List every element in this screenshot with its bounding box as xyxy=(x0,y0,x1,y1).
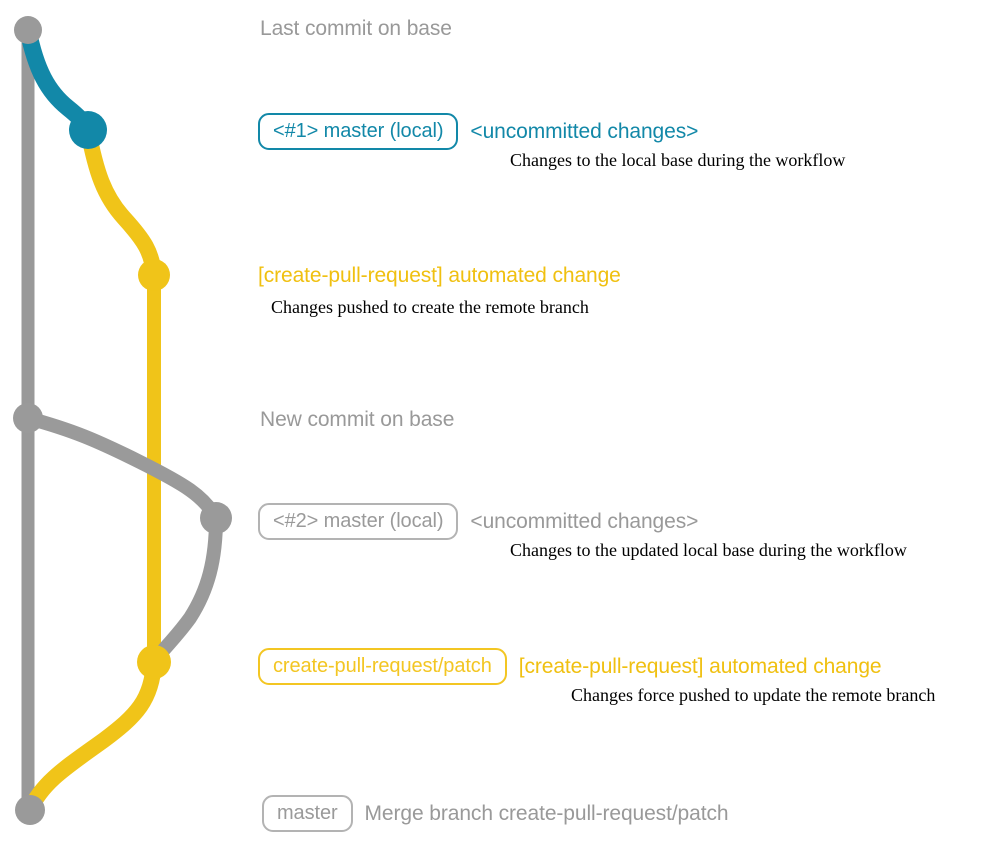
commit-headline-automated-change-2: [create-pull-request] automated change xyxy=(518,654,882,678)
commit-headline-local-change-2: <uncommitted changes> xyxy=(470,509,699,533)
row-local-change-1: <#1> master (local) <uncommitted changes… xyxy=(258,113,698,150)
commit-description-automated-change-2: Changes force pushed to update the remot… xyxy=(571,685,936,705)
commit-headline-last-commit-on-base: Last commit on base xyxy=(260,17,452,40)
commit-headline-local-change-1: <uncommitted changes> xyxy=(470,119,699,143)
commit-headline-automated-change-1: [create-pull-request] automated change xyxy=(258,264,621,287)
commit-description-automated-change-1: Changes pushed to create the remote bran… xyxy=(271,297,589,317)
commit-description-local-change-1: Changes to the local base during the wor… xyxy=(510,150,846,170)
commit-node-patch-commit-2[interactable] xyxy=(137,645,171,679)
yellow-merge-line xyxy=(22,654,162,818)
row-automated-change-1: [create-pull-request] automated change xyxy=(258,264,621,288)
row-local-change-2: <#2> master (local) <uncommitted changes… xyxy=(258,503,698,540)
commit-node-local-commit-1[interactable] xyxy=(69,111,107,149)
branch-badge-master[interactable]: master xyxy=(262,795,353,832)
row-merge-commit: master Merge branch create-pull-request/… xyxy=(262,795,729,832)
gray-local-branch-out-line xyxy=(21,411,223,525)
commit-node-patch-commit-1[interactable] xyxy=(138,259,170,291)
commit-node-base-new[interactable] xyxy=(13,403,43,433)
yellow-branch-upper-line xyxy=(80,122,162,283)
commit-node-local-commit-2[interactable] xyxy=(200,502,232,534)
branch-badge-master-local-1[interactable]: <#1> master (local) xyxy=(258,113,459,150)
branch-badge-create-pull-request-patch[interactable]: create-pull-request/patch xyxy=(258,648,507,685)
branch-badge-master-local-2[interactable]: <#2> master (local) xyxy=(258,503,459,540)
commit-node-base-head[interactable] xyxy=(14,16,42,44)
commit-headline-new-commit-on-base: New commit on base xyxy=(260,408,455,431)
row-last-commit-on-base: Last commit on base xyxy=(260,17,452,41)
row-new-commit-on-base: New commit on base xyxy=(260,408,454,432)
commit-node-merge-commit[interactable] xyxy=(15,795,45,825)
commit-description-local-change-2: Changes to the updated local base during… xyxy=(510,540,907,560)
commit-headline-merge-commit: Merge branch create-pull-request/patch xyxy=(364,801,729,825)
row-automated-change-2: create-pull-request/patch [create-pull-r… xyxy=(258,648,882,685)
